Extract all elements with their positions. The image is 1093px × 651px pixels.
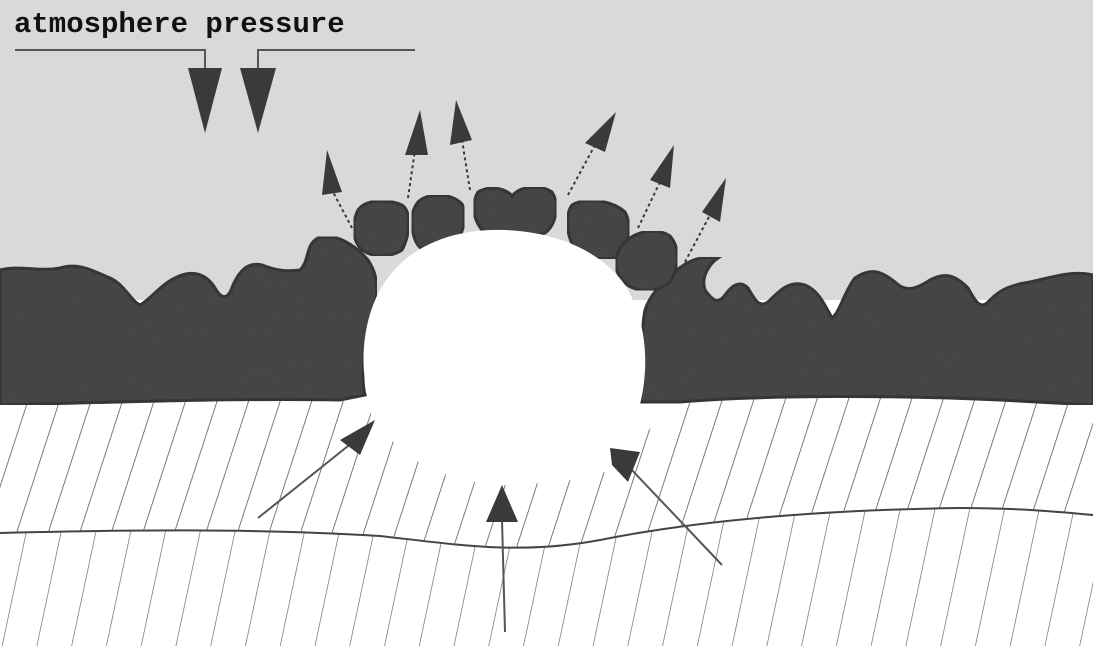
atmosphere-pressure-label: atmosphere pressure — [14, 8, 345, 41]
crust-fragment — [616, 231, 678, 290]
gas-bubble — [364, 230, 646, 485]
crust-fragment — [354, 201, 409, 256]
